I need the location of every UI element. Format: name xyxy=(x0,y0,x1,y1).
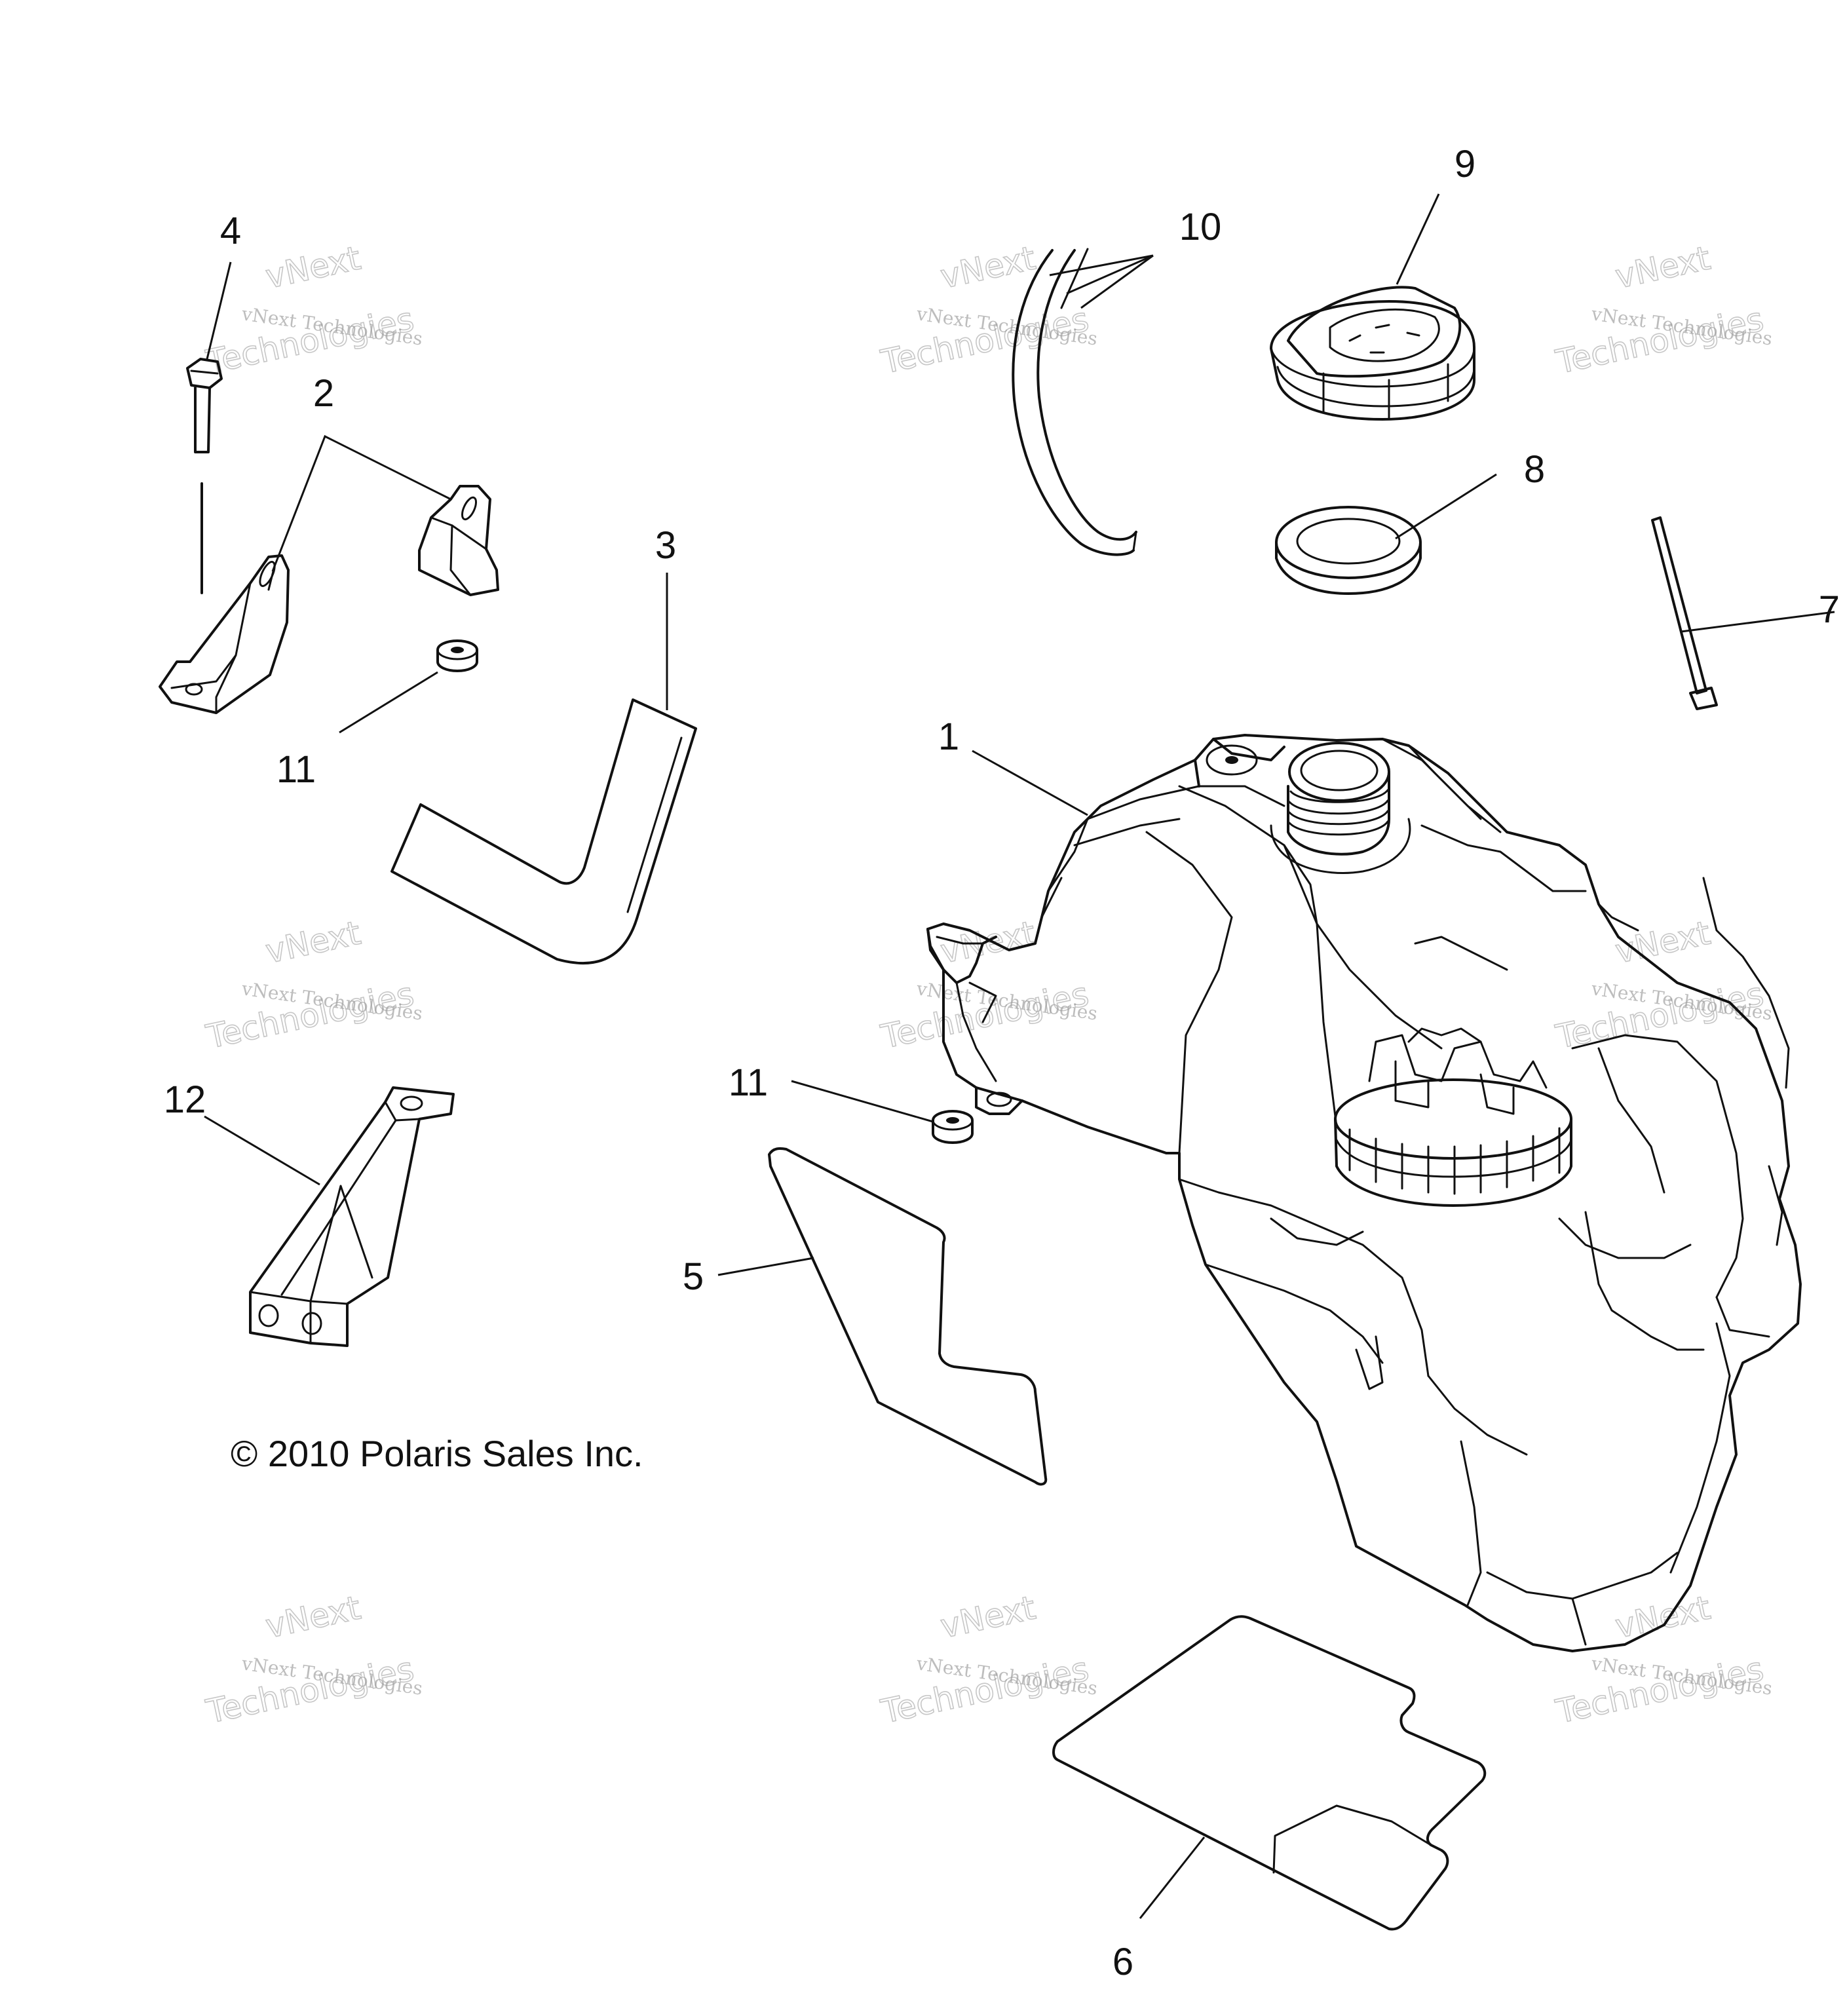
callout-9: 9 xyxy=(1455,143,1475,185)
watermark: vNext vNext Technologies Technologies xyxy=(877,913,1099,1057)
part-9-fuel-cap xyxy=(1270,286,1475,421)
leader-7 xyxy=(1681,611,1835,633)
leader-lines xyxy=(204,193,1835,1919)
leader-5 xyxy=(717,1257,814,1276)
leader-11b xyxy=(791,1080,934,1123)
part-10-hose xyxy=(1012,248,1137,556)
leader-8 xyxy=(1395,473,1497,540)
watermark-line1: vNext xyxy=(937,1589,1038,1646)
part-11-washer-lower xyxy=(932,1110,974,1144)
part-7-tie-strap xyxy=(1651,516,1718,710)
watermark-line1: vNext xyxy=(937,239,1038,296)
callout-11-lower: 11 xyxy=(729,1061,768,1104)
watermark: vNext vNext Technologies Technologies xyxy=(202,238,424,382)
part-11-washer-upper xyxy=(436,639,478,672)
part-3-foam xyxy=(390,698,697,965)
callout-5: 5 xyxy=(683,1255,704,1298)
callout-7: 7 xyxy=(1819,588,1840,631)
leader-11a xyxy=(339,671,438,734)
watermark: vNext vNext Technologies Technologies xyxy=(202,1588,424,1732)
watermark-line1: vNext xyxy=(262,914,364,971)
callout-3: 3 xyxy=(655,524,676,567)
callout-6: 6 xyxy=(1113,1941,1133,1983)
callouts: 4 2 3 11 12 10 9 8 7 1 11 5 6 xyxy=(164,143,1840,1983)
callout-10: 10 xyxy=(1179,206,1222,248)
leader-4 xyxy=(206,261,232,360)
watermark: vNext vNext Technologies Technologies xyxy=(877,238,1099,382)
part-5-pad xyxy=(768,1147,1048,1486)
callout-4: 4 xyxy=(220,210,241,252)
leader-9 xyxy=(1396,193,1440,285)
part-12-mount-bracket xyxy=(249,1086,455,1347)
leader-1 xyxy=(972,750,1088,816)
callout-8: 8 xyxy=(1524,448,1545,491)
leader-6 xyxy=(1139,1836,1206,1919)
part-4-bolt xyxy=(186,358,223,594)
watermark: vNext vNext Technologies Technologies xyxy=(877,1588,1099,1732)
watermark: vNext vNext Technologies Technologies xyxy=(1552,1588,1774,1732)
leader-2 xyxy=(271,434,451,572)
watermark-line1: vNext xyxy=(1612,239,1713,296)
watermark-line1: vNext xyxy=(1612,1589,1713,1646)
callout-11-upper: 11 xyxy=(276,748,316,791)
watermark-line1: vNext xyxy=(262,1589,364,1646)
copyright-text: © 2010 Polaris Sales Inc. xyxy=(231,1433,643,1474)
leader-12 xyxy=(204,1115,320,1186)
part-6-pad xyxy=(1052,1615,1487,1931)
watermark-line1: vNext xyxy=(262,239,364,296)
watermark: vNext vNext Technologies Technologies xyxy=(1552,238,1774,382)
part-2-brackets xyxy=(159,485,499,714)
callout-1: 1 xyxy=(938,715,959,758)
watermark: vNext vNext Technologies Technologies xyxy=(1552,913,1774,1057)
callout-12: 12 xyxy=(164,1078,206,1121)
callout-2: 2 xyxy=(313,372,334,415)
leader-10 xyxy=(1049,254,1154,309)
part-8-gasket xyxy=(1275,506,1422,595)
watermark: vNext vNext Technologies Technologies xyxy=(202,913,424,1057)
part-1-fuel-tank xyxy=(926,734,1802,1652)
